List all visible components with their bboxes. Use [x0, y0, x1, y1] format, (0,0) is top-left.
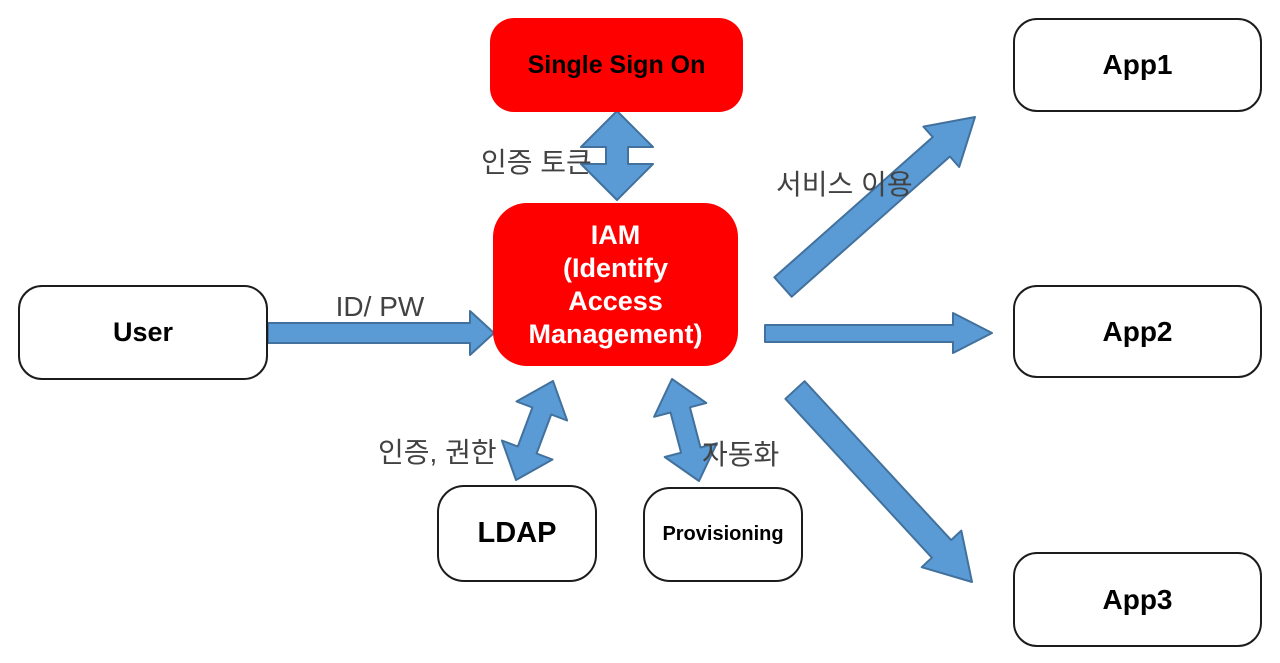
- arrow-iam-app1: [773, 116, 976, 298]
- edge-label-service-use: 서비스 이용: [776, 169, 913, 200]
- node-provisioning-label: Provisioning: [662, 523, 784, 545]
- edge-label-automation: 자동화: [702, 439, 780, 470]
- node-single-sign-on: Single Sign On: [490, 18, 743, 112]
- edge-label-id-pw: ID/ PW: [335, 291, 425, 322]
- node-app3: App3: [1013, 552, 1262, 647]
- node-app3-label: App3: [1102, 583, 1173, 615]
- arrow-user-iam: [267, 310, 495, 356]
- node-single-sign-on-label: Single Sign On: [527, 50, 706, 79]
- node-ldap: LDAP: [437, 485, 597, 582]
- node-app1: App1: [1013, 18, 1262, 112]
- node-app2-label: App2: [1102, 315, 1173, 347]
- node-provisioning: Provisioning: [643, 487, 803, 582]
- double-arrow-iam-ldap: [500, 380, 569, 481]
- node-app1-label: App1: [1102, 49, 1173, 80]
- node-iam-label: IAM (Identify Access Management): [528, 219, 703, 349]
- arrow-iam-app2: [764, 312, 993, 354]
- double-arrow-iam-provisioning: [653, 378, 718, 482]
- node-user: User: [18, 285, 268, 380]
- edge-label-auth-token: 인증 토큰: [481, 147, 592, 178]
- double-arrow-sso-iam: [580, 110, 654, 201]
- node-user-label: User: [112, 317, 174, 347]
- arrow-iam-app3: [784, 380, 973, 583]
- edge-label-auth-authz: 인증, 권한: [378, 437, 497, 468]
- node-app2: App2: [1013, 285, 1262, 378]
- node-iam: IAM (Identify Access Management): [493, 203, 738, 366]
- node-ldap-label: LDAP: [477, 517, 557, 549]
